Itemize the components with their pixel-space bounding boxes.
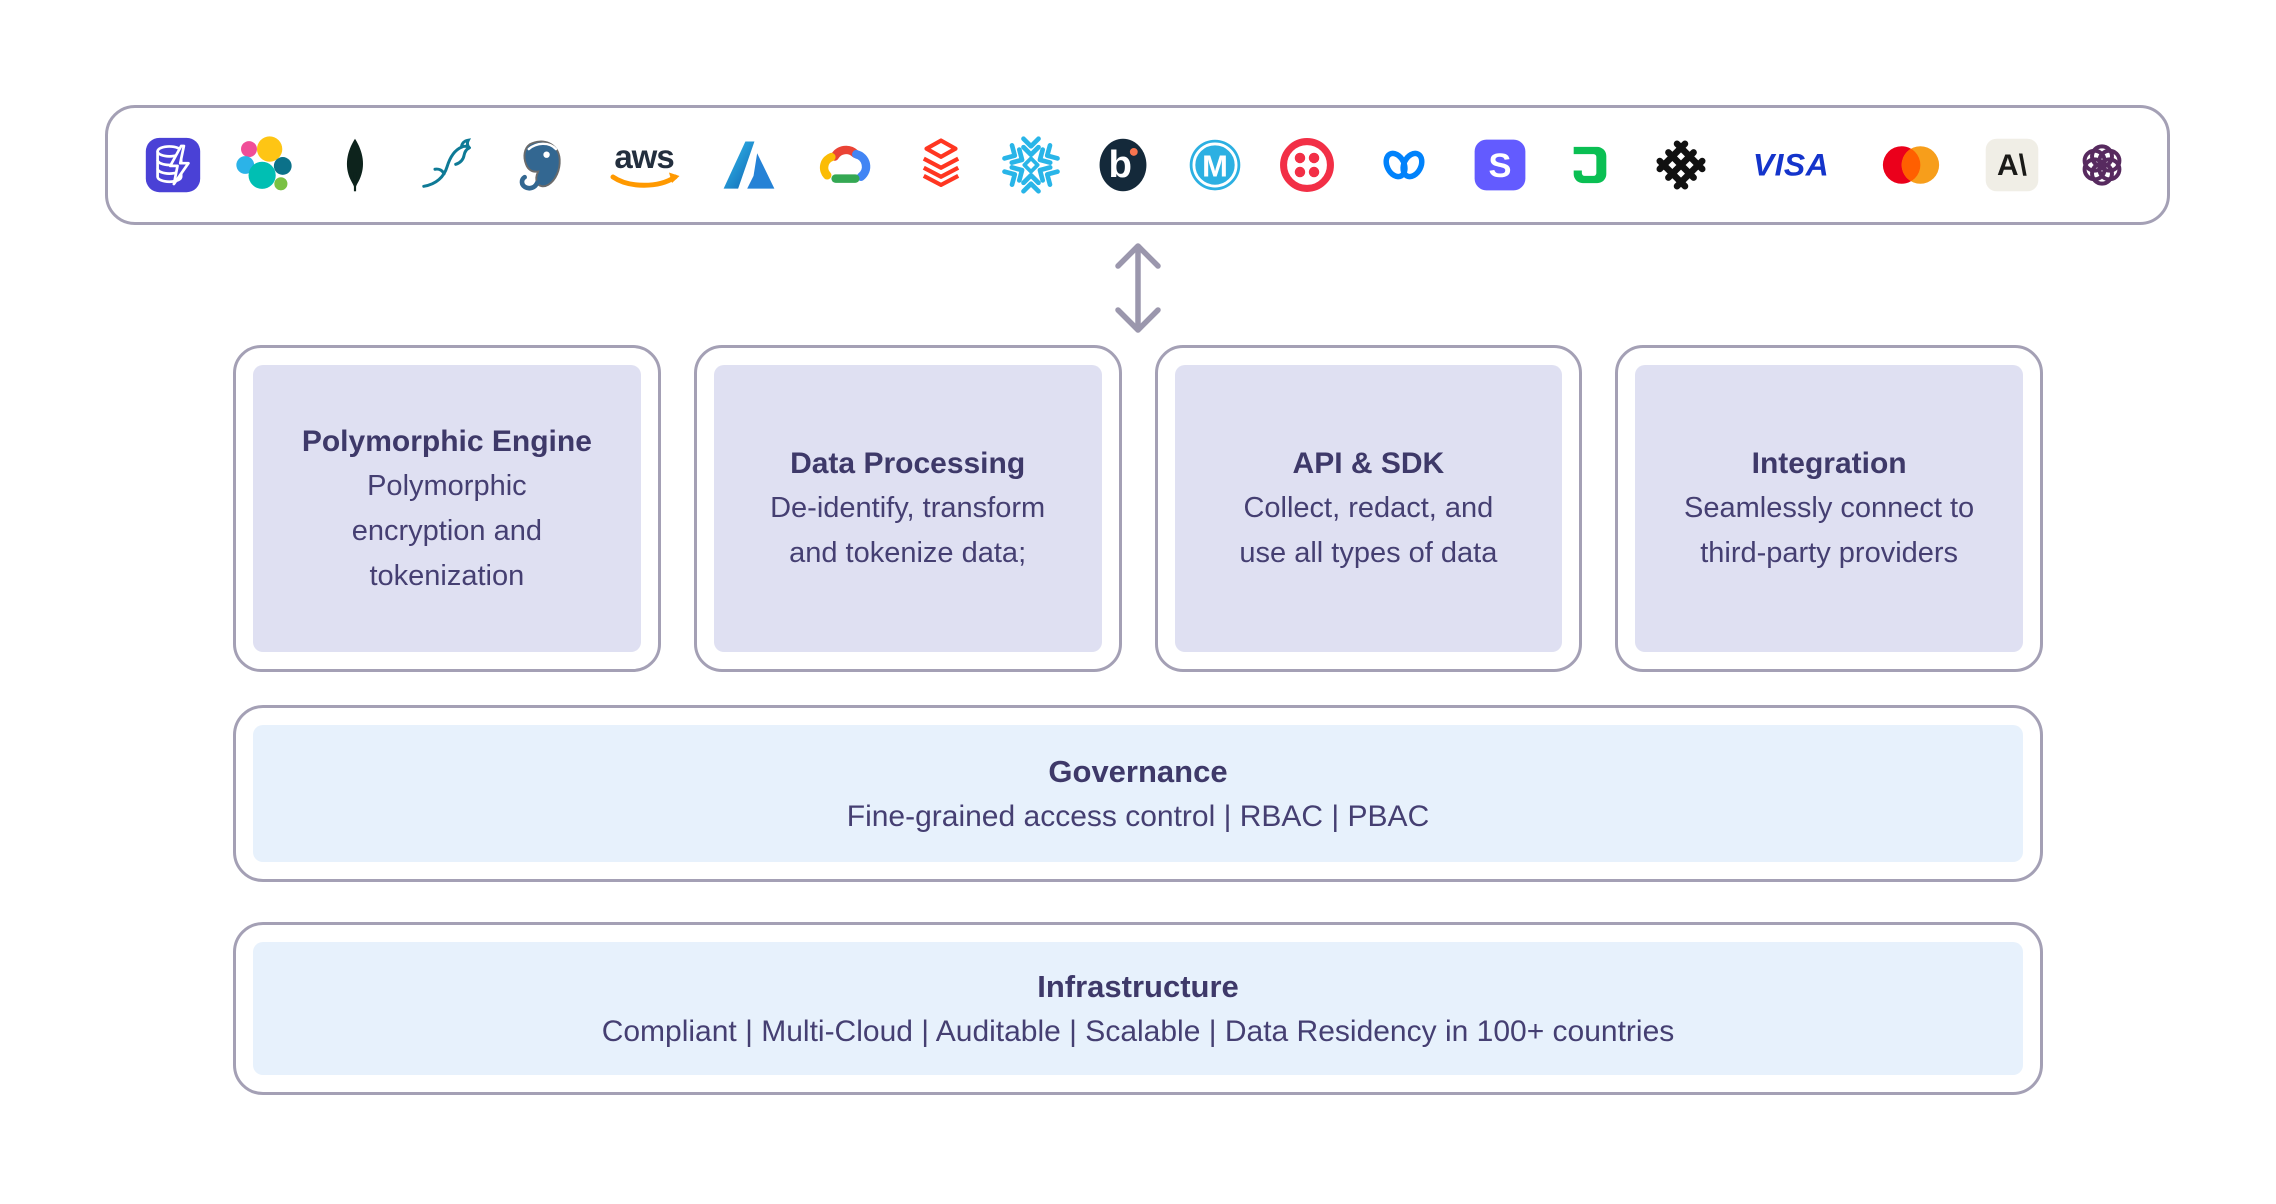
governance-content: Governance Fine-grained access control |… [253,725,2023,862]
feature-box-api-sdk: API & SDK Collect, redact, and use all t… [1154,345,1583,672]
feature-box-row: Polymorphic Engine Polymorphic encryptio… [233,345,2043,672]
feature-box-content: Polymorphic Engine Polymorphic encryptio… [253,365,641,652]
feature-box-content: Data Processing De-identify, transform a… [713,365,1102,652]
feature-title: Polymorphic Engine [301,424,592,458]
elasticsearch-logo [234,133,294,197]
partner-logo-bar: aws [105,105,2170,225]
braze-b-glyph: b [1109,143,1132,186]
infrastructure-content: Infrastructure Compliant | Multi-Cloud |… [253,942,2023,1075]
adyen-logo [1561,133,1619,197]
visa-wordmark: VISA [1753,146,1829,182]
anthropic-logo: A\ [1983,133,2041,197]
snowflake-logo [1001,133,1061,197]
layer-title: Infrastructure [1037,968,1239,1004]
feature-description: Polymorphic encryption and tokenization [351,469,542,592]
feature-title: Data Processing [790,447,1026,480]
feature-box-content: Integration Seamlessly connect to third-… [1635,365,2023,652]
plaid-logo [1651,133,1711,197]
feature-title: Integration [1751,447,1907,480]
visa-logo: VISA [1743,133,1839,197]
feature-description: Collect, redact, and use all types of da… [1239,492,1498,569]
anthropic-glyph: A\ [1997,149,2028,182]
feature-title: API & SDK [1292,447,1445,480]
layer-description: Fine-grained access control | RBAC | PBA… [846,799,1430,833]
braze-logo: b [1093,133,1153,197]
feature-box-data-processing: Data Processing De-identify, transform a… [693,345,1122,672]
layer-title: Governance [1048,753,1228,789]
dynamodb-logo [144,133,202,197]
azure-logo [720,133,778,197]
feature-description: De-identify, transform and tokenize data… [770,492,1046,569]
stripe-s-glyph: S [1489,147,1512,185]
layer-description: Compliant | Multi-Cloud | Auditable | Sc… [601,1014,1675,1048]
feature-description: Seamlessly connect to third-party provid… [1684,492,1975,569]
aws-logo: aws [602,133,688,197]
feature-box-integration: Integration Seamlessly connect to third-… [1615,345,2043,672]
twilio-logo [1277,133,1337,197]
stripe-logo: S [1471,133,1529,197]
meta-logo [1369,133,1439,197]
mysql-logo [416,133,478,197]
openai-logo [2073,133,2131,197]
google-cloud-logo [810,133,880,197]
updown-arrow-icon [1104,240,1172,336]
mulesoft-m-glyph: M [1202,148,1228,183]
postgresql-logo [510,133,570,197]
feature-box-polymorphic-engine: Polymorphic Engine Polymorphic encryptio… [233,345,661,672]
feature-box-content: API & SDK Collect, redact, and use all t… [1174,365,1563,652]
aws-wordmark: aws [614,138,673,175]
mastercard-logo [1871,133,1951,197]
mulesoft-logo: M [1185,133,1245,197]
mongodb-logo [326,133,384,197]
infrastructure-layer: Infrastructure Compliant | Multi-Cloud |… [233,922,2043,1095]
governance-layer: Governance Fine-grained access control |… [233,705,2043,882]
databricks-logo [912,133,970,197]
